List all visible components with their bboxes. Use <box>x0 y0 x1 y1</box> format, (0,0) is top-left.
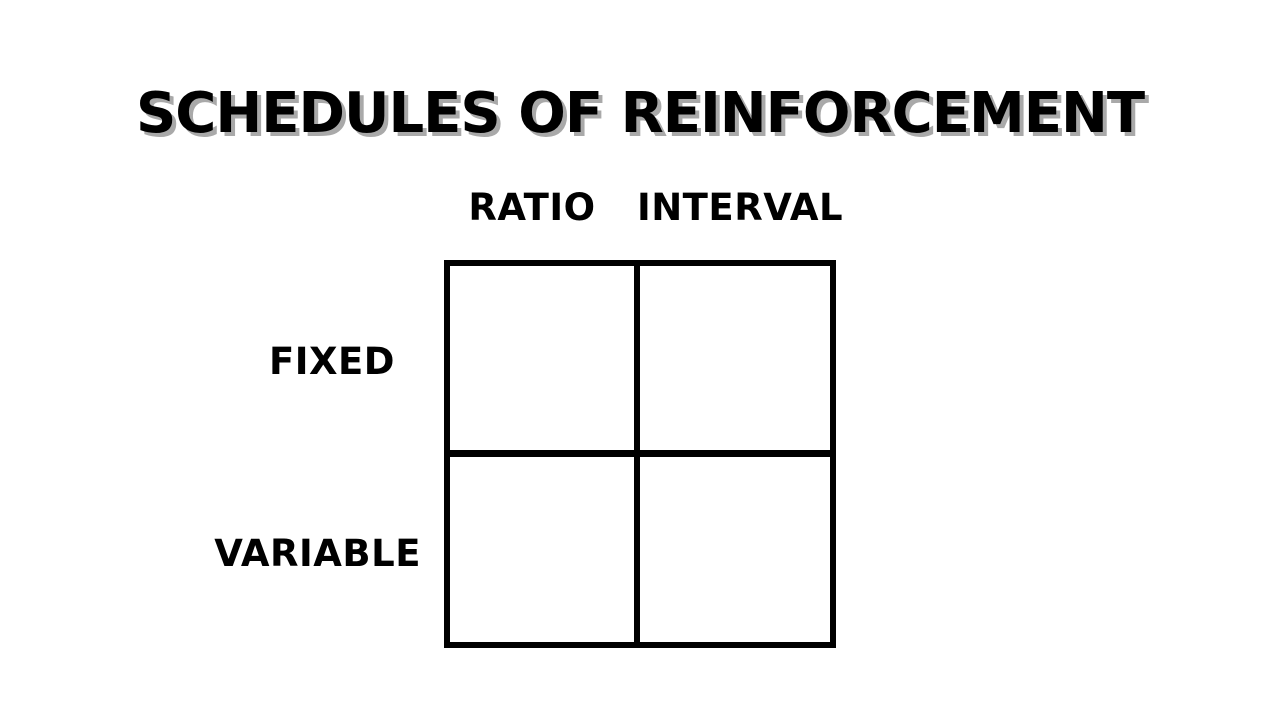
cell-variable-ratio <box>450 457 634 642</box>
cell-variable-interval <box>640 457 830 642</box>
grid-horizontal-divider <box>444 450 836 457</box>
cell-fixed-ratio <box>450 266 634 450</box>
column-header-interval: INTERVAL <box>636 186 844 229</box>
column-header-ratio: RATIO <box>468 186 596 229</box>
row-header-variable: VARIABLE <box>214 532 421 575</box>
row-header-fixed: FIXED <box>268 340 395 383</box>
cell-fixed-interval <box>640 266 830 450</box>
diagram-title: SCHEDULES OF REINFORCEMENT <box>135 81 1145 146</box>
